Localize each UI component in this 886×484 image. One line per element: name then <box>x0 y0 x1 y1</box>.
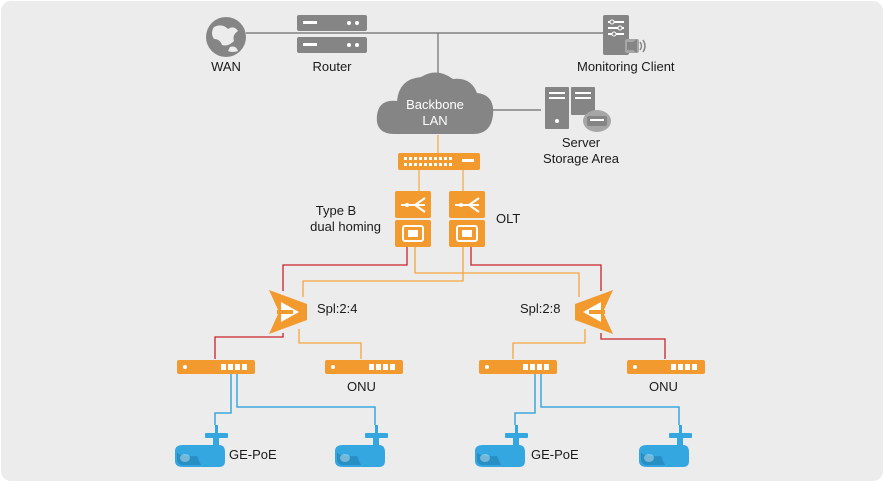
monitoring-client-icon <box>603 15 646 55</box>
server-storage-icon <box>545 87 611 132</box>
ip-camera-icon <box>335 425 388 467</box>
gepoe-right-label: GE-PoE <box>531 447 579 462</box>
splitter-left-label: Spl:2:4 <box>317 301 358 316</box>
backbone-line-2: LAN <box>422 113 448 128</box>
onu-icon <box>177 360 255 374</box>
server-line-2: Storage Area <box>543 151 619 166</box>
wan-label: WAN <box>211 59 241 74</box>
monitoring-client-label: Monitoring Client <box>577 59 675 74</box>
onu-icon <box>627 360 705 374</box>
server-line-1: Server <box>561 135 601 150</box>
splitter-icon <box>575 290 613 334</box>
ip-camera-icon <box>175 425 228 467</box>
backbone-line-1: Backbone <box>406 97 464 112</box>
onu-left-label: ONU <box>347 379 376 394</box>
onu-icon <box>325 360 403 374</box>
gepoe-left-label: GE-PoE <box>229 447 277 462</box>
backbone-links <box>246 32 603 191</box>
type-b-label: Type B dual homing <box>291 203 381 235</box>
ip-camera-icon <box>475 425 528 467</box>
onu-icon <box>479 360 557 374</box>
olt-icon <box>449 191 485 247</box>
splitter-right-label: Spl:2:8 <box>520 301 561 316</box>
fiber-links <box>214 247 666 359</box>
router-label: Router <box>312 59 352 74</box>
router-icon <box>297 15 367 53</box>
ethernet-links <box>214 373 680 425</box>
type-b-line-1: Type B <box>315 203 357 218</box>
backbone-lan-label: Backbone LAN <box>395 97 475 129</box>
splitter-icon <box>269 290 307 334</box>
onu-right-label: ONU <box>649 379 678 394</box>
globe-icon <box>206 17 246 57</box>
switch-icon <box>398 153 480 170</box>
ip-camera-icon <box>639 425 692 467</box>
olt-label: OLT <box>496 211 521 226</box>
olt-icon <box>395 191 431 247</box>
server-storage-label: Server Storage Area <box>530 135 632 167</box>
type-b-line-2: dual homing <box>310 219 381 234</box>
cloud-icon <box>376 72 494 134</box>
